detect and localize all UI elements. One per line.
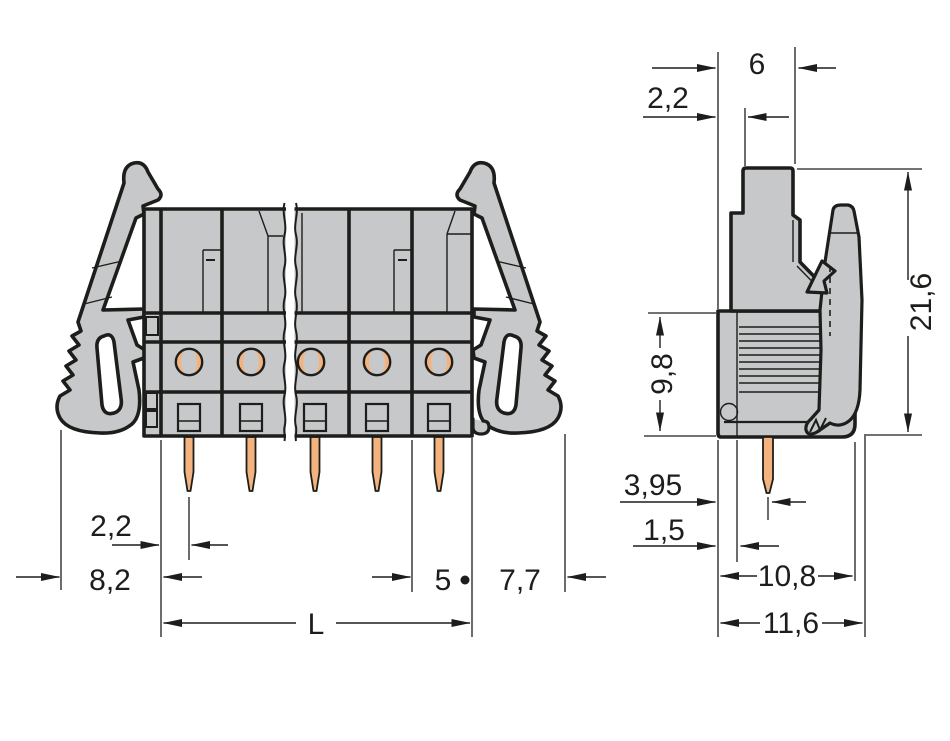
test-windows [176, 402, 452, 433]
dim-label-total-height: 21,6 [905, 273, 938, 331]
dim-label-total-depth: 11,6 [763, 607, 819, 640]
dim-label-top-offset: 2,2 [647, 82, 689, 115]
dim-label-pin-offset: 2,2 [90, 510, 132, 543]
dim-label-flange-width: 1,5 [643, 514, 685, 547]
latch-pivot-circle [719, 402, 739, 422]
dim-label-pin-position: 3,95 [624, 469, 682, 502]
left-latch [55, 160, 163, 435]
latch-seam-line [91, 260, 123, 269]
pin [245, 436, 257, 492]
contact-hole [236, 347, 266, 377]
dim-label-body-height: 9,8 [646, 353, 679, 395]
latch-foot-tip [809, 417, 827, 433]
dim-label-left-clearance: 8,2 [89, 564, 131, 597]
side-latch [804, 203, 864, 436]
pin [183, 436, 195, 492]
housing-outline [142, 207, 474, 438]
pin [309, 436, 321, 492]
dim-label-length: L [308, 608, 325, 641]
front-dimensions: 2,2 8,2 5 7,7 L [16, 430, 606, 641]
break-lines [282, 201, 298, 442]
latch-catch [805, 259, 837, 295]
side-upper-block [729, 166, 842, 313]
dim-label-body-depth: 10,8 [758, 560, 816, 593]
side-dimensions: 6 2,2 21,6 9,8 3,95 1,5 10,8 11,6 [620, 47, 938, 640]
side-view: 6 2,2 21,6 9,8 3,95 1,5 10,8 11,6 [620, 47, 938, 640]
solder-pins [183, 436, 445, 492]
contact-hole [362, 347, 392, 377]
dim-label-top-width: 6 [749, 48, 766, 81]
front-view: 2,2 8,2 5 7,7 L [16, 160, 606, 641]
contact-hole [174, 347, 204, 377]
dim-label-right-clearance: 7,7 [499, 564, 541, 597]
edge-notches [145, 316, 159, 428]
cell-details [202, 210, 471, 313]
latch-seam-line [83, 296, 113, 305]
front-body [142, 207, 491, 438]
side-pin [762, 436, 774, 494]
contact-hole [424, 347, 454, 377]
pitch-reference-dot [460, 575, 470, 585]
contact-hole [296, 347, 326, 377]
pin [433, 436, 445, 492]
hook-curl [471, 417, 491, 436]
pin [371, 436, 383, 492]
contact-holes [174, 347, 454, 377]
right-latch [455, 160, 563, 435]
dim-label-pole-pitch: 5 [435, 564, 452, 597]
